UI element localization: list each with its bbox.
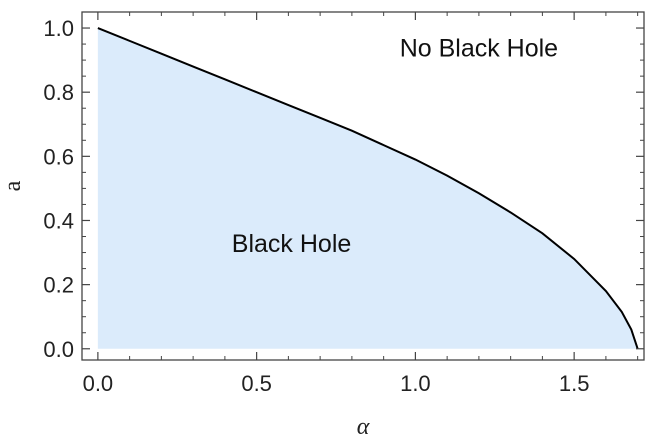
y-tick-label: 0.8 <box>43 80 74 105</box>
y-axis-ticks: 0.0 0.2 0.4 0.6 0.8 1.0 <box>43 16 644 362</box>
shaded-region-layer <box>97 28 638 349</box>
x-axis-label: α <box>357 414 370 439</box>
x-axis-ticks: 0.0 0.5 1.0 1.5 <box>83 12 639 396</box>
region-labels: Black Hole No Black Hole <box>232 34 558 258</box>
x-tick-label: 1.5 <box>559 371 590 396</box>
y-tick-label: 0.4 <box>43 208 74 233</box>
plot-frame <box>81 11 645 361</box>
y-tick-label: 0.2 <box>43 273 74 298</box>
x-tick-label: 0.0 <box>83 371 114 396</box>
region-label: No Black Hole <box>400 34 558 62</box>
boundary-curve-layer <box>97 27 639 350</box>
x-tick-label: 0.5 <box>241 371 272 396</box>
y-tick-label: 0.6 <box>43 144 74 169</box>
x-tick-label: 1.0 <box>400 371 431 396</box>
y-tick-label: 1.0 <box>43 16 74 41</box>
y-axis-label: a <box>0 180 26 191</box>
black-hole-region <box>97 28 638 349</box>
boundary-curve <box>97 27 639 350</box>
region-label: Black Hole <box>232 230 352 258</box>
y-tick-label: 0.0 <box>43 337 74 362</box>
